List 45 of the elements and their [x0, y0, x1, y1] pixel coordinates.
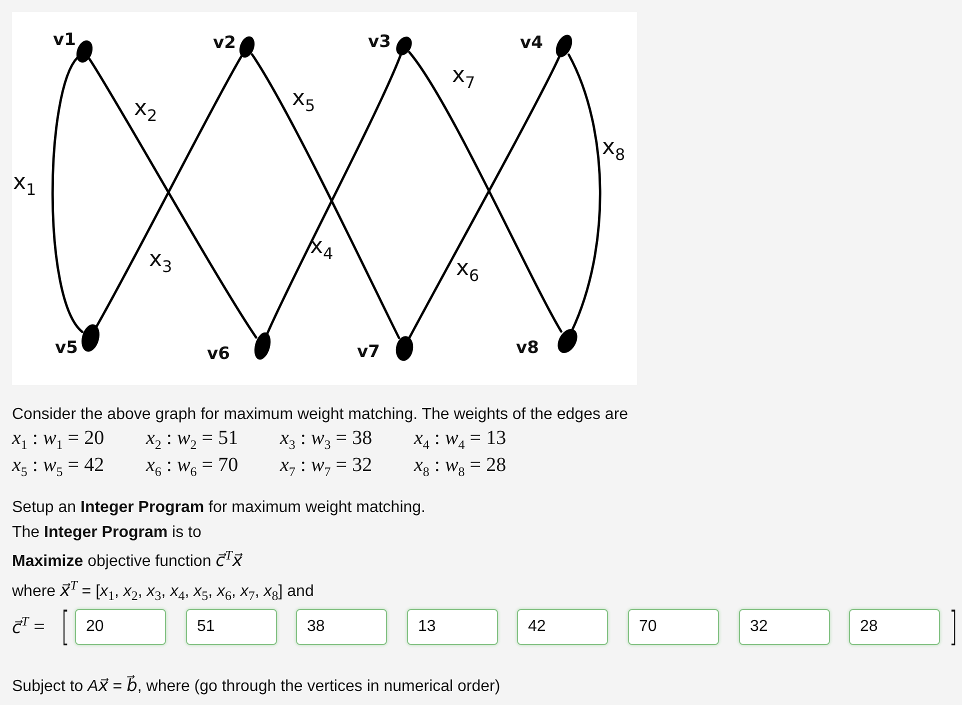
edge-line	[568, 54, 602, 332]
answer-field: 51	[186, 609, 277, 645]
instruction-text: Subject to Ax⃗ = b⃗, where (go through the vertices in numerical order)	[12, 674, 500, 698]
vertex-label: v2	[213, 33, 236, 53]
answer-field: 42	[517, 609, 608, 645]
answer-field: 13	[407, 609, 498, 645]
vertex-label: v6	[207, 344, 230, 364]
bracket: [	[61, 607, 70, 647]
instruction-text: The Integer Program is to	[12, 523, 202, 543]
vertex-label: v1	[53, 30, 76, 50]
edge-label: x$_{2}$	[134, 96, 158, 127]
instruction-text: Maximize objective function c⃗$^{T}$x⃗	[12, 549, 242, 573]
edge-label: x$_{5}$	[292, 86, 316, 117]
instruction-text: Consider the above graph for maximum weight matching. The weights of the edges are	[12, 405, 628, 425]
weight-formula: x$_{1}$ : w$_{1}$ = 20	[12, 426, 104, 450]
bracket: ]	[949, 607, 958, 647]
edge-line	[51, 56, 84, 334]
weight-formula: x$_{3}$ : w$_{3}$ = 38	[280, 426, 372, 450]
vertex-label: v4	[520, 33, 543, 53]
vertex-label: v3	[368, 32, 391, 52]
weight-formula: x$_{5}$ : w$_{5}$ = 42	[12, 453, 104, 477]
answer-field: 20	[75, 609, 166, 645]
edge-label: x$_{7}$	[452, 63, 476, 94]
edge-label: x$_{6}$	[456, 256, 480, 287]
answer-field: 32	[739, 609, 830, 645]
weight-formula: x$_{7}$ : w$_{7}$ = 32	[280, 453, 372, 477]
answer-field: 28	[849, 609, 940, 645]
vertex-label: v7	[357, 342, 380, 362]
edge-label: x$_{8}$	[602, 135, 626, 166]
edge-line	[88, 58, 258, 339]
answer-field: 38	[296, 609, 387, 645]
edge-line	[94, 54, 244, 329]
edge-label: x$_{1}$	[13, 170, 36, 201]
weight-formula: x$_{8}$ : w$_{8}$ = 28	[414, 453, 506, 477]
instruction-text: Setup an Integer Program for maximum weight matching.	[12, 498, 426, 518]
edge-label: x$_{3}$	[149, 247, 172, 278]
instruction-text: where x⃗$^{T}$ = [x$_{1}$, x$_{2}$, x$_{3}$, x$_{4}$, x$_{5}$, x$_{6}$, x$_{7}$, x$_{8}$] and	[12, 579, 314, 604]
weight-formula: x$_{2}$ : w$_{2}$ = 51	[146, 426, 238, 450]
answer-field: 70	[628, 609, 719, 645]
vertex-label: v8	[516, 338, 539, 358]
edge-label: x$_{4}$	[310, 234, 334, 265]
vector-formula: c⃗$^{T}$ =	[12, 615, 45, 640]
vertex-label: v5	[55, 338, 78, 358]
weight-formula: x$_{4}$ : w$_{4}$ = 13	[414, 426, 506, 450]
weight-formula: x$_{6}$ : w$_{6}$ = 70	[146, 453, 238, 477]
